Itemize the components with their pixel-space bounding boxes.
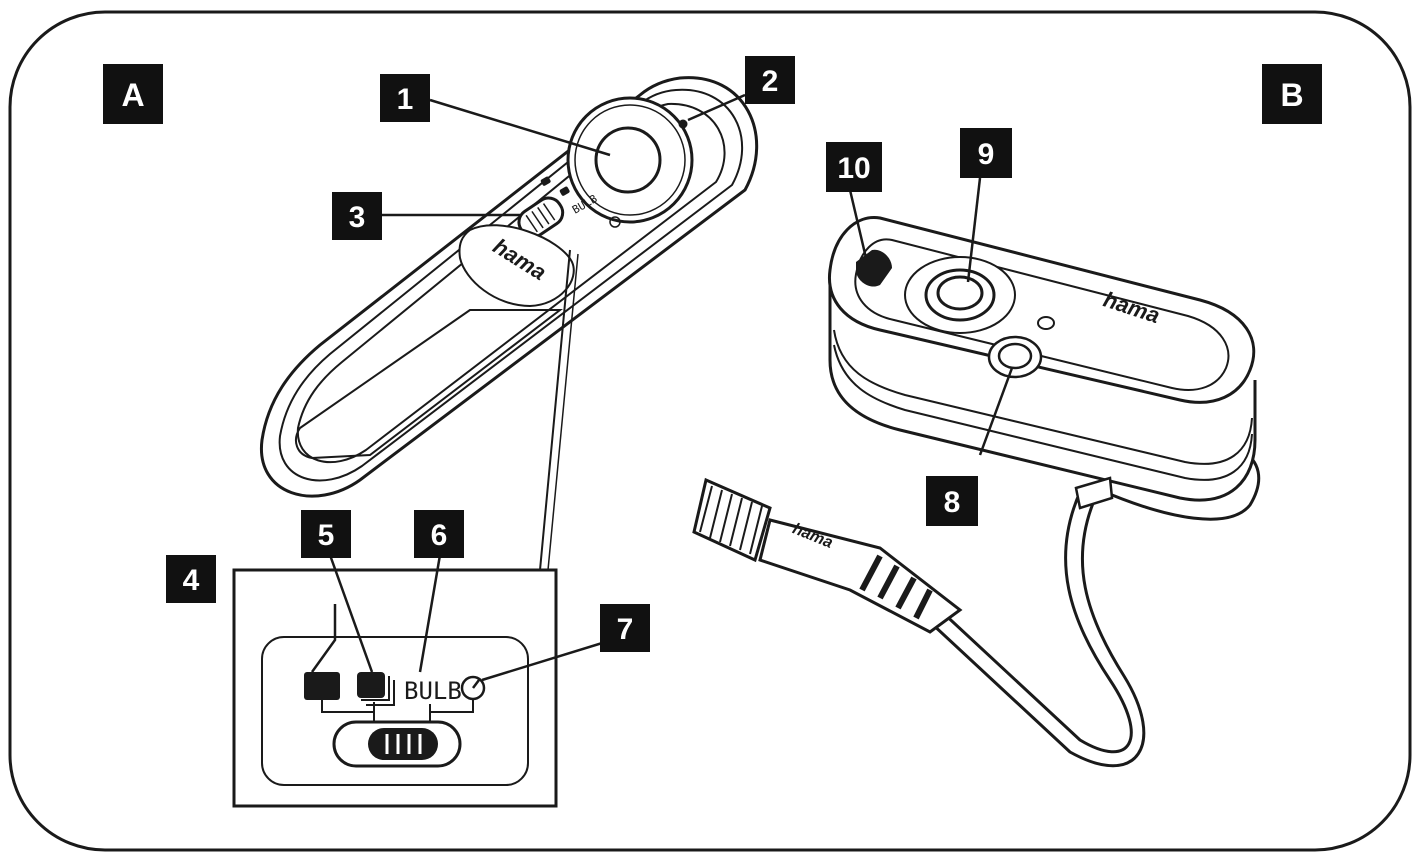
svg-text:7: 7 bbox=[617, 613, 634, 646]
callout-10: 10 bbox=[826, 142, 882, 192]
single-shot-icon bbox=[304, 672, 340, 700]
receiver-led bbox=[1038, 317, 1054, 329]
svg-text:9: 9 bbox=[978, 138, 995, 171]
shutter-button bbox=[596, 128, 660, 192]
panel-label-b: B bbox=[1262, 64, 1322, 124]
svg-text:2: 2 bbox=[762, 65, 779, 98]
svg-text:B: B bbox=[1280, 77, 1303, 113]
svg-text:3: 3 bbox=[349, 201, 366, 234]
svg-text:A: A bbox=[121, 77, 144, 113]
callout-4: 4 bbox=[166, 555, 216, 603]
callout-7: 7 bbox=[600, 604, 650, 652]
callout-1: 1 bbox=[380, 74, 430, 122]
callout-3: 3 bbox=[332, 192, 382, 240]
callout-9: 9 bbox=[960, 128, 1012, 178]
status-led bbox=[679, 120, 688, 129]
inset-slider-knob bbox=[368, 728, 438, 760]
receiver-test-button bbox=[999, 344, 1031, 368]
panel-label-a: A bbox=[103, 64, 163, 124]
svg-text:4: 4 bbox=[183, 564, 200, 597]
bulb-label: BULB bbox=[404, 677, 462, 705]
callout-6: 6 bbox=[414, 510, 464, 558]
mode-switch-inset: BULB bbox=[234, 570, 556, 806]
callout-2: 2 bbox=[745, 56, 795, 104]
svg-text:8: 8 bbox=[944, 486, 961, 519]
svg-text:10: 10 bbox=[837, 152, 870, 185]
svg-text:6: 6 bbox=[431, 519, 448, 552]
continuous-shot-icon bbox=[357, 672, 394, 705]
callout-8: 8 bbox=[926, 476, 978, 526]
svg-text:1: 1 bbox=[397, 83, 414, 116]
callout-5: 5 bbox=[301, 510, 351, 558]
svg-text:5: 5 bbox=[318, 519, 335, 552]
receiver-shutter-button bbox=[938, 277, 982, 309]
